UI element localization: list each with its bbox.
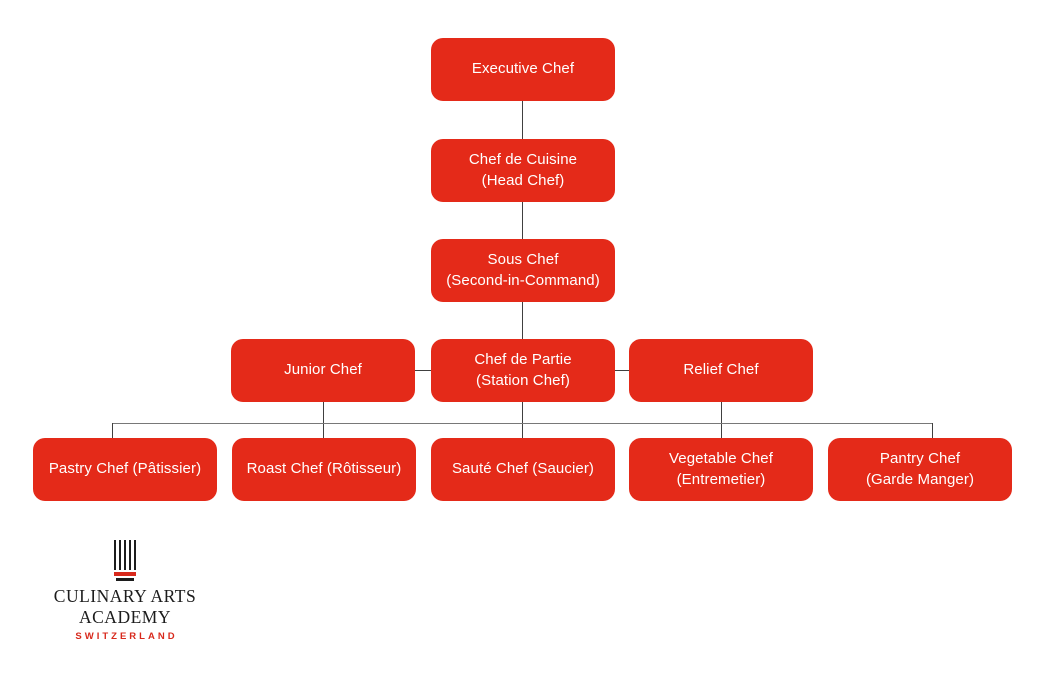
org-node-label: Chef de Partie bbox=[474, 351, 572, 369]
logo-tines-icon bbox=[114, 540, 136, 570]
org-node-sublabel: (Garde Manger) bbox=[865, 470, 975, 488]
org-node-chef-de-cuisine: Chef de Cuisine (Head Chef) bbox=[431, 139, 615, 202]
org-node-sublabel: (Second-in-Command) bbox=[446, 271, 600, 289]
org-node-pantry-chef: Pantry Chef (Garde Manger) bbox=[828, 438, 1012, 501]
org-node-label: Vegetable Chef bbox=[669, 450, 773, 468]
org-node-label: Sauté Chef (Saucier) bbox=[451, 460, 595, 478]
logo-black-bar bbox=[116, 578, 134, 581]
org-node-sublabel: (Head Chef) bbox=[481, 171, 565, 189]
org-node-label: Pastry Chef (Pâtissier) bbox=[48, 460, 202, 478]
logo-wordmark-line2: ACADEMY bbox=[79, 607, 171, 627]
org-node-label: Executive Chef bbox=[471, 60, 575, 78]
culinary-arts-academy-logo: CULINARY ARTS ACADEMY SWITZERLAND bbox=[40, 540, 210, 642]
org-node-sublabel: (Entremetier) bbox=[676, 470, 766, 488]
org-node-label: Pantry Chef bbox=[879, 450, 961, 468]
org-node-label: Chef de Cuisine bbox=[468, 151, 578, 169]
logo-country-label: SWITZERLAND bbox=[75, 631, 178, 642]
org-node-executive-chef: Executive Chef bbox=[431, 38, 615, 101]
org-node-relief-chef: Relief Chef bbox=[629, 339, 813, 402]
org-node-sublabel: (Station Chef) bbox=[476, 371, 570, 389]
org-node-label: Relief Chef bbox=[683, 361, 759, 379]
org-node-junior-chef: Junior Chef bbox=[231, 339, 415, 402]
org-node-label: Sous Chef bbox=[487, 251, 559, 269]
org-node-sous-chef: Sous Chef (Second-in-Command) bbox=[431, 239, 615, 302]
org-node-vegetable-chef: Vegetable Chef (Entremetier) bbox=[629, 438, 813, 501]
org-node-chef-de-partie: Chef de Partie (Station Chef) bbox=[431, 339, 615, 402]
logo-red-bar bbox=[114, 572, 136, 576]
org-node-roast-chef: Roast Chef (Rôtisseur) bbox=[232, 438, 416, 501]
logo-wordmark-line1: CULINARY ARTS bbox=[53, 586, 197, 606]
org-node-saute-chef: Sauté Chef (Saucier) bbox=[431, 438, 615, 501]
org-node-label: Roast Chef (Rôtisseur) bbox=[246, 460, 402, 478]
org-node-label: Junior Chef bbox=[284, 361, 362, 379]
org-node-pastry-chef: Pastry Chef (Pâtissier) bbox=[33, 438, 217, 501]
